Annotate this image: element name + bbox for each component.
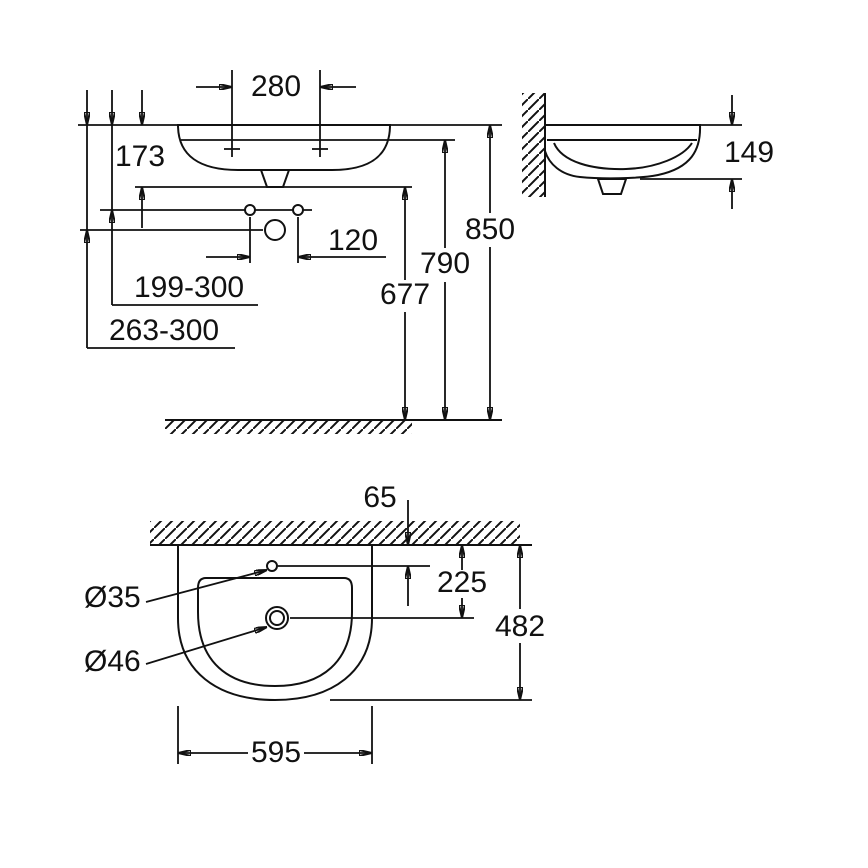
dim-149: 149	[724, 95, 774, 209]
dim-677: 677	[380, 187, 430, 420]
fixing-hole-left	[244, 204, 256, 216]
trap-front	[259, 169, 291, 188]
drain-hole-inner-circle	[269, 610, 285, 626]
dia-46-label: Ø46	[84, 645, 141, 678]
dim-149-label: 149	[724, 136, 774, 169]
dim-65: 65	[363, 481, 408, 606]
dim-790-label: 790	[420, 247, 470, 280]
dim-280-label: 280	[251, 70, 301, 103]
dim-173: 173	[115, 140, 165, 228]
fixing-hole-right	[292, 204, 304, 216]
dim-850-label: 850	[465, 213, 515, 246]
dim-199-300: 199-300	[112, 125, 258, 306]
dim-120: 120	[206, 217, 386, 263]
front-view: 280 173 199-300 263-300	[78, 70, 515, 434]
label-dia-46: Ø46	[84, 627, 267, 678]
dia-35-label: Ø35	[84, 581, 141, 614]
dim-65-label: 65	[363, 481, 396, 514]
dim-482-label: 482	[495, 610, 545, 643]
drain-outlet-circle	[264, 219, 286, 241]
dim-482: 482	[495, 545, 545, 700]
dim-677-label: 677	[380, 278, 430, 311]
tap-hole-circle	[266, 560, 278, 572]
wall-hatching-side	[522, 93, 545, 197]
dim-280: 280	[196, 70, 356, 103]
basin-side-outline	[544, 124, 702, 180]
basin-plan-inner-bowl	[197, 577, 353, 688]
side-view: 149	[522, 93, 774, 209]
dim-595: 595	[177, 706, 373, 769]
plan-view: 65 225 482 595 Ø35 Ø	[84, 481, 545, 769]
left-dimension-chain	[87, 90, 142, 125]
label-dia-35: Ø35	[84, 570, 267, 614]
wall-hatching-plan	[150, 521, 520, 545]
dim-790: 790	[420, 140, 470, 420]
dim-199-300-label: 199-300	[134, 271, 244, 304]
dim-120-label: 120	[328, 224, 378, 257]
dim-225-label: 225	[437, 566, 487, 599]
dim-173-label: 173	[115, 140, 165, 173]
dim-263-300: 263-300	[87, 125, 235, 349]
floor-hatching	[165, 421, 412, 434]
dim-225: 225	[437, 545, 487, 618]
basin-side-inner-bowl	[553, 142, 693, 171]
dim-595-label: 595	[251, 736, 301, 769]
dim-263-300-label: 263-300	[109, 314, 219, 347]
basin-front-outline	[176, 124, 392, 171]
dim-850: 850	[465, 125, 515, 420]
trap-side	[596, 178, 628, 195]
basin-plan-outline	[177, 544, 373, 702]
